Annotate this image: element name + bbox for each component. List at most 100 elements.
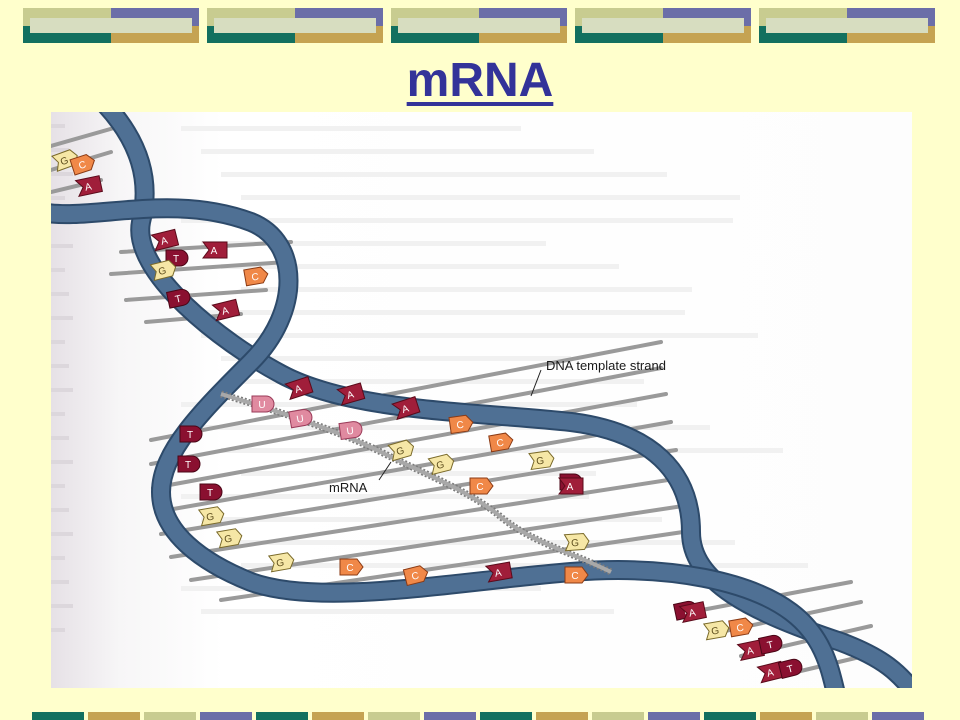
faint-text-line	[201, 241, 546, 246]
nucleotide-letter: A	[494, 568, 503, 580]
faint-text-line	[51, 292, 69, 296]
nucleotide-letter: T	[207, 488, 213, 499]
dna-backbone	[51, 200, 843, 688]
faint-text-line	[201, 609, 614, 614]
nucleotide-g: G	[215, 528, 243, 549]
faint-text-line	[221, 172, 667, 177]
nucleotide-c: C	[728, 617, 754, 638]
nucleotide-letter: C	[456, 420, 465, 432]
faint-text-line	[51, 412, 65, 416]
nucleotide-g: G	[427, 453, 455, 476]
faint-text-line	[221, 540, 735, 545]
band-block	[480, 712, 532, 720]
nucleotide-letter: C	[476, 482, 483, 493]
nucleotide-a: A	[336, 382, 366, 406]
nucleotide-a: A	[678, 601, 707, 624]
nucleotide-a: A	[558, 477, 584, 495]
nucleotide-letter: U	[258, 400, 265, 411]
band-tile	[759, 8, 935, 43]
nucleotide-letter: C	[736, 623, 745, 635]
nucleotide-c: C	[402, 565, 429, 587]
nucleotide-c: C	[339, 558, 364, 576]
band-block	[312, 712, 364, 720]
band-block	[144, 712, 196, 720]
faint-text-line	[51, 484, 65, 488]
faint-text-line	[201, 149, 594, 154]
nucleotide-g: G	[528, 450, 555, 471]
dna-backbone-strands	[51, 112, 912, 688]
nucleotide-t: T	[757, 634, 783, 655]
nucleotide-letter: T	[766, 640, 774, 652]
nucleotide-a: A	[74, 175, 103, 198]
nucleotide-letter: A	[401, 403, 411, 416]
nucleotide-a: A	[202, 241, 228, 259]
nucleotide-a: A	[284, 376, 314, 401]
nucleotide-letter: G	[223, 534, 233, 546]
faint-text-line	[51, 604, 73, 608]
nucleotide-g: G	[197, 506, 225, 527]
nucleotide-c: C	[469, 477, 494, 495]
faint-text-line	[181, 310, 685, 315]
band-tile	[23, 8, 199, 43]
nucleotide-letter: T	[185, 460, 191, 471]
nucleotide-u: U	[251, 395, 275, 413]
faint-text-line	[51, 148, 69, 152]
nucleotide-t: T	[177, 455, 201, 473]
nucleotide-letter: A	[221, 305, 230, 317]
nucleotide-letter: G	[571, 538, 580, 550]
base-pair-rung	[124, 288, 268, 302]
faint-text-line	[181, 218, 733, 223]
faint-text-line	[241, 563, 808, 568]
dna-label-leader-line	[530, 369, 542, 397]
band-block	[760, 712, 812, 720]
base-pair-rung	[149, 340, 663, 442]
nucleotide-letter: A	[567, 482, 574, 493]
nucleotide-c: C	[243, 266, 269, 287]
nucleotide-letter: G	[275, 558, 285, 570]
nucleotide-letter: G	[536, 456, 545, 468]
nucleotide-letter: A	[766, 667, 775, 679]
nucleotide-letter: G	[710, 626, 720, 638]
nucleotide-letter: A	[160, 235, 169, 247]
nucleotide-t: T	[199, 483, 223, 501]
faint-text-line	[51, 460, 73, 464]
nucleotide-a: A	[211, 298, 241, 322]
nucleotide-letter: U	[296, 414, 305, 426]
nucleotide-t: T	[165, 288, 191, 309]
faint-text-line	[51, 196, 65, 200]
base-pair-rung	[159, 448, 678, 536]
faint-text-line	[51, 316, 73, 320]
nucleotide-a: A	[736, 639, 765, 662]
dna-helix-figure: GCAATAGCTAUUUAAAGGCCGCTTTTGGGCGCAACTAGCA…	[51, 112, 912, 688]
base-pair-rung	[51, 124, 123, 148]
nucleotide-letter: A	[346, 389, 356, 402]
faint-text-line	[51, 244, 73, 248]
band-block	[32, 712, 84, 720]
band-block	[88, 712, 140, 720]
nucleotide-letter: C	[411, 570, 421, 582]
nucleotide-letter: C	[251, 272, 260, 284]
nucleotide-a: A	[150, 228, 180, 252]
faint-text-line	[51, 172, 73, 176]
nucleotide-g: G	[702, 620, 730, 641]
nucleotide-c: C	[488, 432, 514, 453]
base-pair-rung	[169, 476, 683, 559]
band-block	[592, 712, 644, 720]
nucleotide-t: T	[777, 658, 803, 680]
nucleotide-g: G	[267, 552, 295, 573]
faint-text-line	[51, 436, 69, 440]
nucleotide-letter: C	[496, 438, 505, 450]
faint-text-line	[51, 268, 65, 272]
nucleotide-letter: A	[294, 383, 304, 396]
faint-text-line	[51, 340, 65, 344]
nucleotide-letter: G	[59, 155, 70, 168]
faint-text-line	[51, 628, 65, 632]
nucleotide-u: U	[338, 421, 363, 441]
slide-title: mRNA	[406, 54, 554, 107]
nucleotide-letter: T	[173, 254, 179, 265]
nucleotide-letter: G	[395, 445, 406, 458]
nucleotide-letter: A	[84, 182, 93, 194]
nucleotide-letter: C	[571, 571, 578, 582]
band-block	[256, 712, 308, 720]
faint-text-line	[51, 388, 73, 392]
